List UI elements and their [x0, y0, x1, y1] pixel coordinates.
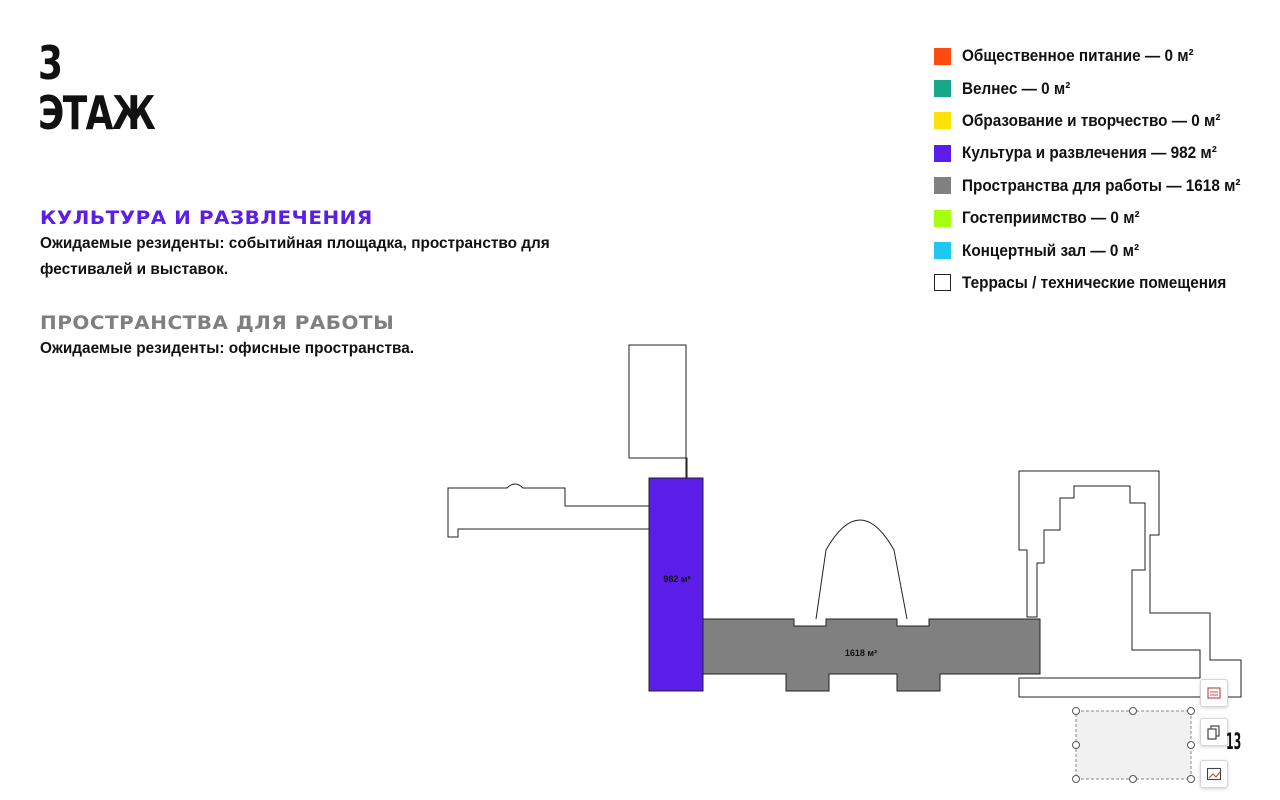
work-zone	[702, 618, 1041, 692]
legend-item: Культура и развлечения — 982 м²	[934, 137, 1271, 169]
legend-swatch	[934, 242, 951, 260]
page-number-fragment: 13	[1226, 730, 1242, 755]
section-heading: ПРОСТРАНСТВА ДЛЯ РАБОТЫ	[40, 312, 395, 334]
plan-outline-west-wing	[447, 483, 650, 538]
legend-label: Террасы / технические помещения	[962, 272, 1227, 292]
legend-item: Образование и творчество — 0 м²	[934, 105, 1271, 137]
resize-handle	[1129, 707, 1137, 715]
legend-swatch	[934, 80, 951, 98]
copy-button[interactable]	[1200, 718, 1228, 746]
description-line: фестивалей и выставок.	[40, 261, 229, 278]
legend-label: Культура и развлечения — 982 м²	[962, 143, 1217, 163]
legend-item: Террасы / технические помещения	[934, 267, 1271, 299]
legend-swatch	[934, 144, 951, 162]
section-culture: КУЛЬТУРА И РАЗВЛЕЧЕНИЯ Ожидаемые резиден…	[40, 207, 600, 283]
culture-area-label: 982 м²	[663, 574, 690, 584]
legend-item: Пространства для работы — 1618 м²	[934, 170, 1271, 202]
edit-picture-button[interactable]	[1200, 760, 1228, 788]
section-work: ПРОСТРАНСТВА ДЛЯ РАБОТЫ Ожидаемые резиде…	[40, 312, 600, 362]
plan-outline-central-hall	[815, 519, 908, 620]
plan-outline-east-wing	[1018, 470, 1242, 698]
legend-swatch	[934, 47, 951, 65]
floor-title: 3 ЭТАЖ	[38, 36, 156, 140]
layout-icon	[1207, 687, 1221, 699]
edit-picture-icon	[1206, 767, 1222, 781]
resize-handle	[1072, 775, 1080, 783]
legend-label: Велнес — 0 м²	[962, 78, 1071, 98]
work-area-label: 1618 м²	[845, 648, 877, 658]
legend-item: Гостеприимство — 0 м²	[934, 202, 1271, 234]
section-description: Ожидаемые резиденты: офисные пространств…	[40, 336, 578, 362]
copy-icon	[1207, 725, 1220, 740]
resize-handle	[1072, 707, 1080, 715]
description-line: Ожидаемые резиденты: офисные пространств…	[40, 340, 415, 357]
resize-handle	[1187, 741, 1195, 749]
legend-swatch	[934, 209, 951, 227]
legend-swatch	[934, 112, 951, 130]
legend: Общественное питание — 0 м² Велнес — 0 м…	[934, 40, 1271, 299]
legend-label: Концертный зал — 0 м²	[962, 240, 1140, 260]
legend-label: Образование и творчество — 0 м²	[962, 110, 1221, 130]
section-heading: КУЛЬТУРА И РАЗВЛЕЧЕНИЯ	[40, 207, 373, 229]
resize-handle	[1187, 707, 1195, 715]
legend-item: Концертный зал — 0 м²	[934, 234, 1271, 266]
section-description: Ожидаемые резиденты: событийная площадка…	[40, 231, 578, 283]
legend-label: Гостеприимство — 0 м²	[962, 208, 1140, 228]
layout-options-button[interactable]	[1200, 679, 1228, 707]
floor-label: ЭТАЖ	[38, 86, 156, 140]
legend-label: Пространства для работы — 1618 м²	[962, 175, 1241, 195]
culture-zone	[648, 477, 704, 692]
legend-swatch	[934, 274, 951, 292]
legend-item: Велнес — 0 м²	[934, 72, 1271, 104]
plan-outline-north-wing	[628, 344, 688, 479]
selection-frame[interactable]	[1072, 707, 1195, 783]
description-line: Ожидаемые резиденты: событийная площадка…	[40, 235, 550, 252]
floor-number: 3	[38, 36, 63, 90]
resize-handle	[1072, 741, 1080, 749]
legend-item: Общественное питание — 0 м²	[934, 40, 1271, 72]
legend-label: Общественное питание — 0 м²	[962, 46, 1194, 66]
resize-handle	[1187, 775, 1195, 783]
resize-handle	[1129, 775, 1137, 783]
legend-swatch	[934, 177, 951, 195]
